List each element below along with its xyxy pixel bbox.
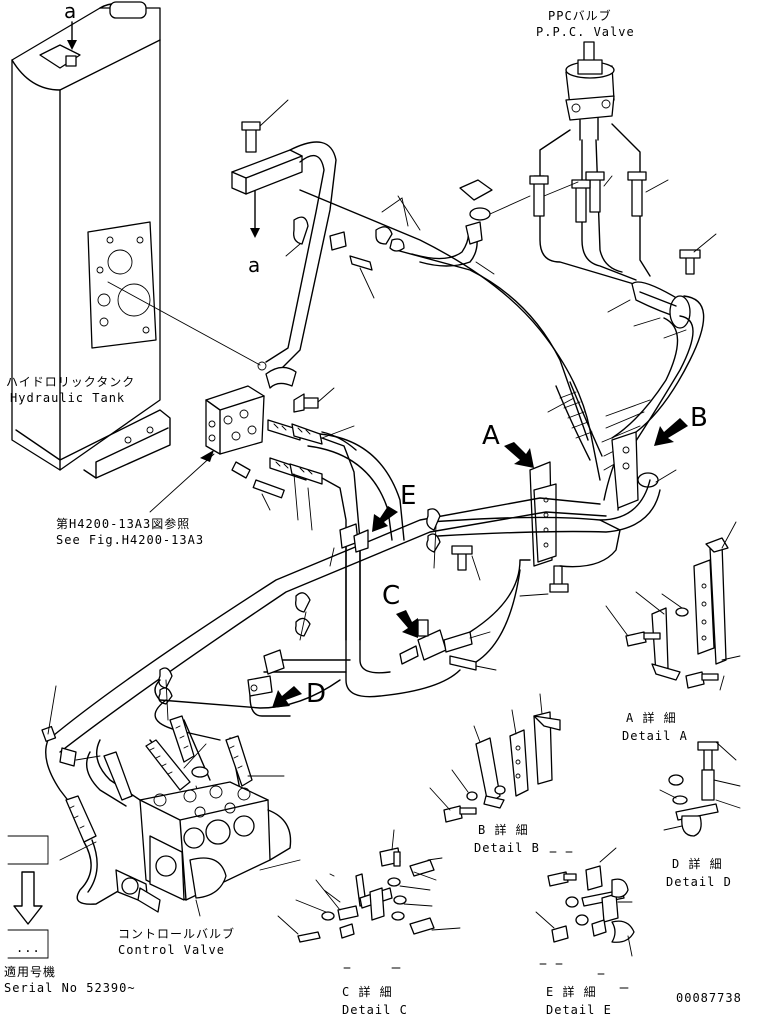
svg-text:...: ... bbox=[16, 941, 41, 955]
svg-text:Detail D: Detail D bbox=[666, 875, 732, 889]
svg-text:Detail E: Detail E bbox=[546, 1003, 612, 1016]
arrow-C: C bbox=[382, 581, 418, 638]
svg-text:ハイドロリックタンク: ハイドロリックタンク bbox=[6, 375, 135, 389]
svg-text:E: E bbox=[400, 481, 416, 511]
arrow-B: B bbox=[654, 403, 708, 446]
svg-text:Detail A: Detail A bbox=[622, 729, 688, 743]
arrow-A: A bbox=[482, 421, 534, 468]
hydraulic-tank bbox=[11, 1, 261, 479]
svg-text:A: A bbox=[482, 421, 500, 451]
reference-label: 第H4200-13A3図参照 See Fig.H4200-13A3 bbox=[56, 516, 204, 547]
svg-text:Detail B: Detail B bbox=[474, 841, 540, 855]
svg-text:a: a bbox=[248, 253, 260, 277]
svg-text:Hydraulic Tank: Hydraulic Tank bbox=[10, 391, 125, 405]
bracket-b-main bbox=[611, 431, 677, 509]
detail-a: A 詳 細 Detail A bbox=[605, 521, 741, 743]
tee-block bbox=[231, 99, 303, 195]
svg-text:A 詳 細: A 詳 細 bbox=[626, 710, 677, 725]
detail-d: D 詳 細 Detail D bbox=[659, 741, 741, 889]
ppc-valve: PPCバルブ P.P.C. Valve bbox=[459, 8, 669, 285]
svg-text:適用号機: 適用号機 bbox=[4, 964, 56, 979]
detail-e: E 詳 細 Detail E bbox=[535, 847, 635, 1016]
svg-text:a: a bbox=[64, 0, 76, 23]
serial-block: ... 適用号機 Serial No 52390~ bbox=[4, 835, 136, 995]
svg-text:Detail C: Detail C bbox=[342, 1003, 408, 1016]
svg-text:B 詳 細: B 詳 細 bbox=[478, 822, 529, 837]
bracket-a-main bbox=[519, 461, 569, 597]
svg-text:C: C bbox=[382, 581, 400, 611]
svg-text:C 詳 細: C 詳 細 bbox=[342, 984, 393, 999]
valve-block bbox=[149, 385, 361, 641]
svg-text:B: B bbox=[690, 403, 708, 433]
upper-clamps bbox=[285, 195, 421, 299]
arrow-E: E bbox=[372, 481, 416, 532]
drawing-number: 00087738 bbox=[676, 991, 742, 1005]
svg-text:コントロールバルブ: コントロールバルブ bbox=[118, 926, 235, 941]
tank-label: ハイドロリックタンク Hydraulic Tank bbox=[6, 375, 135, 405]
svg-text:Serial No 52390~: Serial No 52390~ bbox=[4, 981, 136, 995]
detail-c: C 詳 細 Detail C bbox=[277, 829, 461, 1016]
control-valve: コントロールバルブ Control Valve bbox=[115, 781, 301, 957]
view-arrow-a-block: a bbox=[248, 189, 260, 277]
outlet-clamp bbox=[257, 361, 335, 413]
spiral-section bbox=[547, 381, 603, 461]
vertical-hoses bbox=[329, 523, 461, 698]
svg-text:P.P.C. Valve: P.P.C. Valve bbox=[536, 25, 635, 39]
svg-text:Control Valve: Control Valve bbox=[118, 943, 225, 957]
junction-c-parts bbox=[399, 559, 531, 671]
svg-text:See Fig.H4200-13A3: See Fig.H4200-13A3 bbox=[56, 533, 204, 547]
svg-text:PPCバルブ: PPCバルブ bbox=[548, 8, 612, 23]
svg-text:D 詳 細: D 詳 細 bbox=[672, 856, 723, 871]
svg-text:E 詳 細: E 詳 細 bbox=[546, 984, 597, 999]
view-arrow-a-top: a bbox=[64, 0, 77, 50]
lower-hoses bbox=[41, 649, 351, 905]
bolt-ppc-side bbox=[679, 233, 717, 275]
svg-text:第H4200-13A3図参照: 第H4200-13A3図参照 bbox=[56, 516, 190, 531]
detail-b: B 詳 細 Detail B bbox=[429, 693, 561, 855]
